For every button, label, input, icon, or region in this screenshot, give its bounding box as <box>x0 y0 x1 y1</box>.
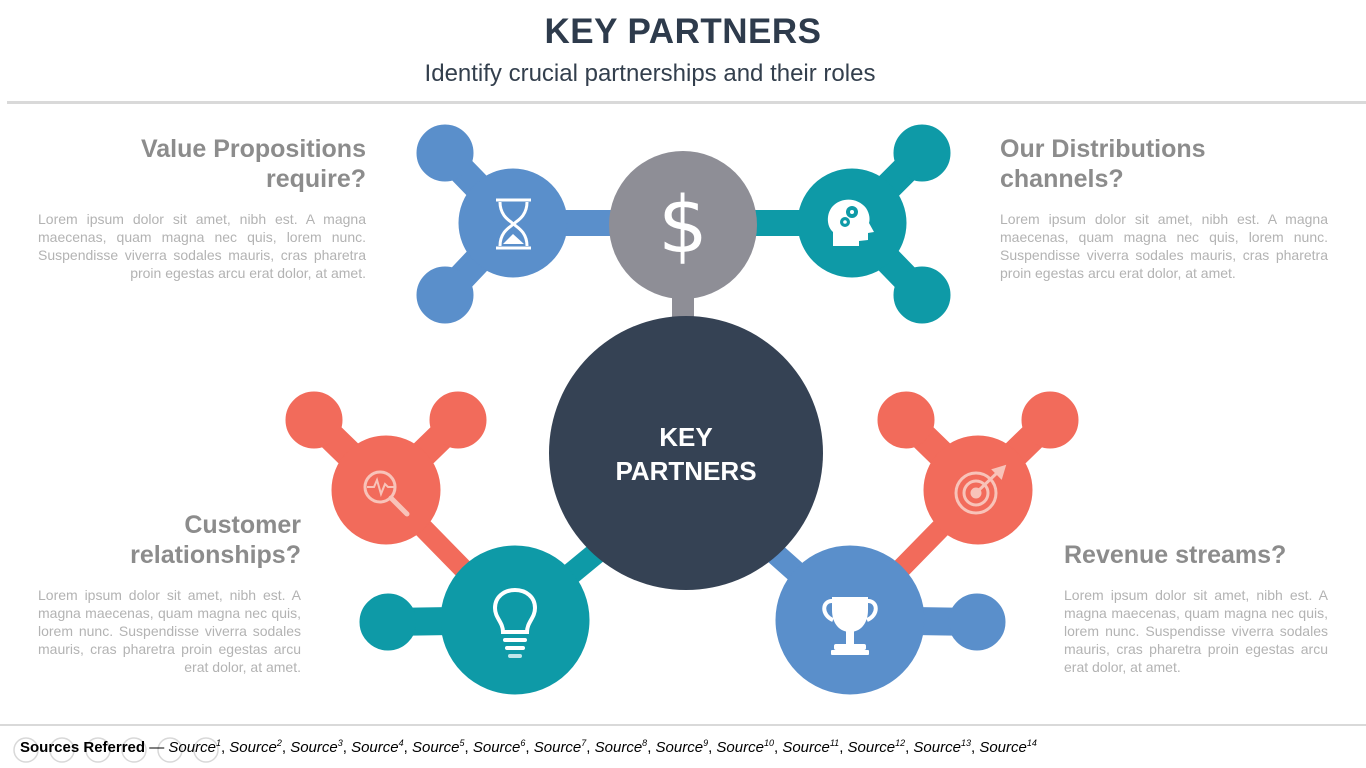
lightbulb-node <box>359 545 590 695</box>
source-number: 10 <box>763 738 774 748</box>
source-link[interactable]: Source14 <box>979 738 1037 756</box>
source-link[interactable]: Source11 <box>782 738 840 756</box>
distribution-channels-block: Our Distributions channels? Lorem ipsum … <box>1000 134 1328 282</box>
source-number: 6 <box>520 738 526 748</box>
distribution-channels-heading: Our Distributions channels? <box>1000 134 1328 194</box>
value-propositions-body: Lorem ipsum dolor sit amet, nibh est. A … <box>38 211 366 281</box>
center-label-line2: PARTNERS <box>615 456 756 486</box>
source-link[interactable]: Source1 <box>168 738 221 756</box>
source-link[interactable]: Source3 <box>290 738 343 756</box>
more-icon <box>193 737 219 763</box>
source-number: 8 <box>642 738 648 748</box>
heading-line: Customer <box>184 511 301 539</box>
source-link[interactable]: Source2 <box>229 738 282 756</box>
revenue-streams-block: Revenue streams? Lorem ipsum dolor sit a… <box>1064 540 1328 676</box>
heading-line: channels? <box>1000 165 1124 193</box>
source-link[interactable]: Source6 <box>472 738 526 756</box>
center-circle <box>549 316 823 590</box>
source-number: 4 <box>398 738 404 748</box>
heading-line: Our Distributions <box>1000 135 1206 163</box>
next-icon <box>49 737 75 763</box>
revenue-streams-heading: Revenue streams? <box>1064 541 1287 569</box>
source-number: 5 <box>459 738 465 748</box>
source-link[interactable]: Source4 <box>351 738 404 756</box>
top-divider <box>7 101 1366 104</box>
trophy-icon <box>822 597 878 655</box>
head-gears-icon <box>827 199 874 246</box>
source-number: 9 <box>703 738 709 748</box>
lightbulb-icon <box>492 587 538 658</box>
source-number: 14 <box>1026 738 1037 748</box>
source-number: 13 <box>960 738 971 748</box>
source-number: 11 <box>829 738 840 748</box>
trophy-node <box>775 545 1006 695</box>
distribution-channels-body: Lorem ipsum dolor sit amet, nibh est. A … <box>1000 211 1328 281</box>
source-number: 12 <box>895 738 906 748</box>
value-propositions-block: Value Propositions require? Lorem ipsum … <box>38 134 366 282</box>
customer-relationships-block: Customer relationships? Lorem ipsum dolo… <box>38 510 301 676</box>
customer-relationships-heading: Customer relationships? <box>38 510 301 570</box>
hourglass-node <box>416 124 633 324</box>
center-label-line1: KEY <box>659 422 712 452</box>
prev-icon <box>13 737 39 763</box>
sources-line: Sources Referred — Source1, Source2, Sou… <box>20 738 1037 756</box>
source-link[interactable]: Source9 <box>655 738 709 756</box>
bottom-divider <box>0 724 1366 726</box>
source-link[interactable]: Source12 <box>847 738 906 756</box>
heading-line: relationships? <box>130 541 301 569</box>
sources-label: Sources Referred <box>20 739 146 756</box>
heading-line: require? <box>265 165 366 193</box>
sources-dash: — <box>149 739 165 756</box>
sources-list: Source1, Source2, Source3, Source4, Sour… <box>168 738 1037 756</box>
slides-icon <box>121 737 147 763</box>
page-subtitle: Identify crucial partnerships and their … <box>424 60 876 87</box>
key-partners-diagram: $ KEY PARTNERS <box>285 124 1079 695</box>
source-link[interactable]: Source7 <box>533 738 587 756</box>
source-number: 3 <box>337 738 343 748</box>
target-icon <box>954 464 1007 515</box>
source-link[interactable]: Source5 <box>411 738 465 756</box>
dollar-node <box>609 151 757 299</box>
source-number: 7 <box>581 738 587 748</box>
heading-line: Value Propositions <box>140 135 366 163</box>
customer-relationships-body: Lorem ipsum dolor sit amet, nibh est. A … <box>38 587 301 675</box>
source-link[interactable]: Source8 <box>594 738 648 756</box>
presenter-toolbar[interactable] <box>8 736 228 764</box>
magnifier-pulse-icon <box>363 470 410 517</box>
dollar-icon: $ <box>658 181 708 271</box>
source-link[interactable]: Source13 <box>913 738 971 756</box>
hourglass-icon <box>496 198 531 250</box>
analytics-node <box>285 391 488 594</box>
value-propositions-heading: Value Propositions require? <box>38 134 366 194</box>
page-title: KEY PARTNERS <box>544 12 822 51</box>
revenue-streams-body: Lorem ipsum dolor sit amet, nibh est. A … <box>1064 587 1328 675</box>
source-link[interactable]: Source10 <box>716 738 774 756</box>
pen-icon <box>85 737 111 763</box>
zoom-icon <box>157 737 183 763</box>
source-number: 1 <box>215 738 221 748</box>
source-number: 2 <box>276 738 282 748</box>
